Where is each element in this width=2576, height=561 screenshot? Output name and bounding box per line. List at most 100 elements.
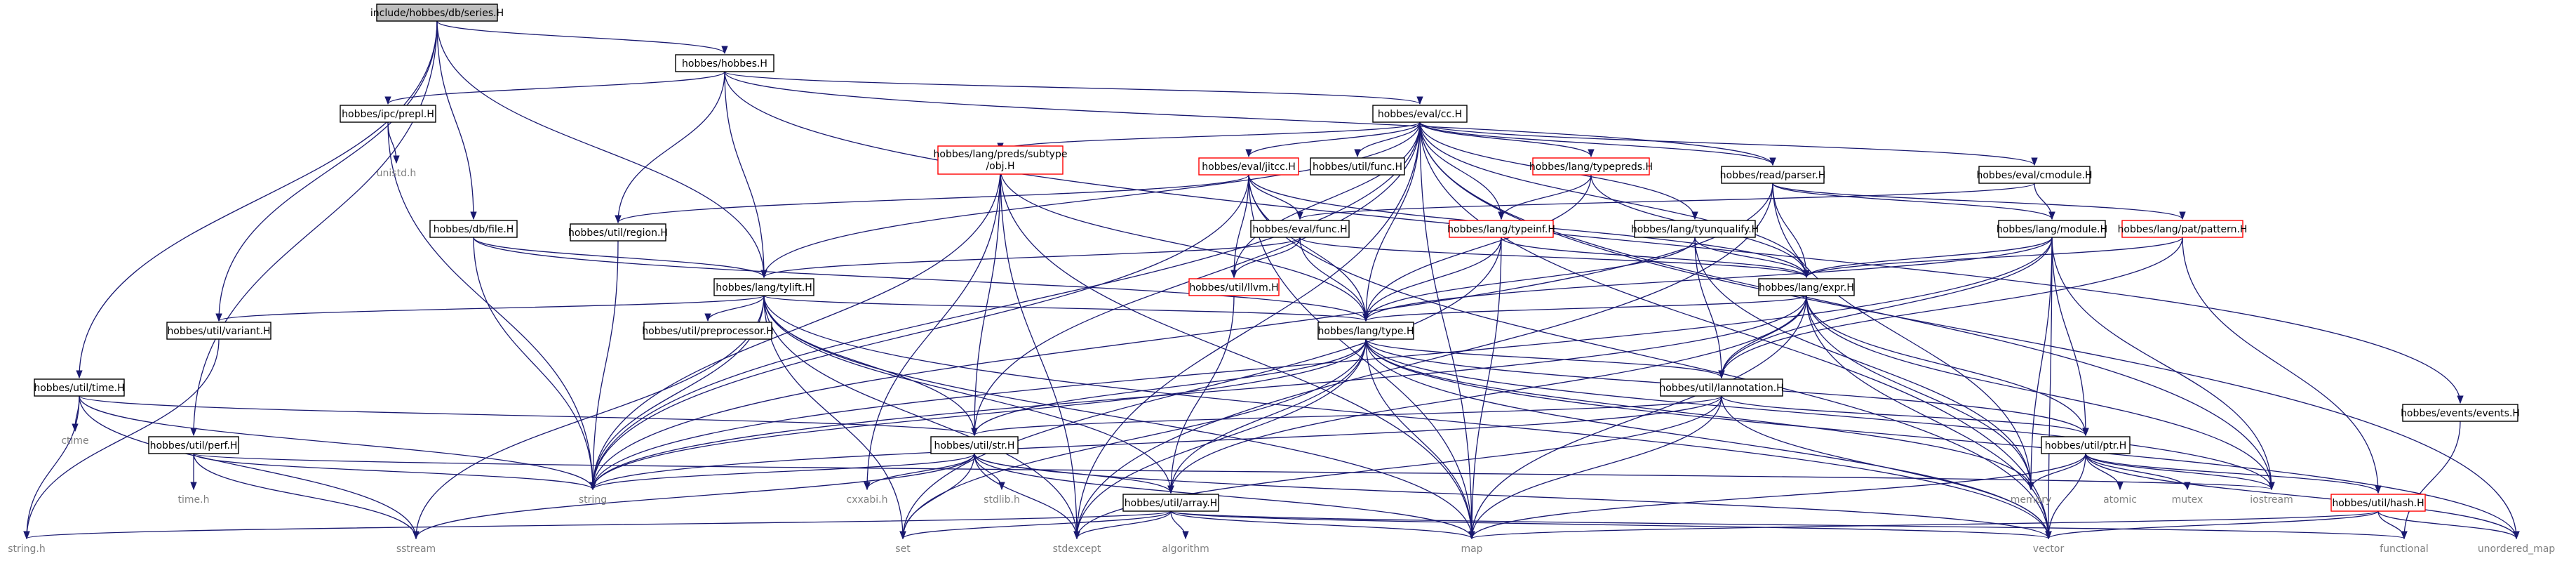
node-array[interactable]: hobbes/util/array.H — [1122, 494, 1219, 512]
node-stringh[interactable]: string.h — [8, 543, 46, 555]
node-series[interactable]: include/hobbes/db/series.H — [370, 4, 504, 22]
edge-str-map — [974, 453, 1475, 540]
node-func[interactable]: hobbes/util/func.H — [1310, 157, 1405, 176]
node-set[interactable]: set — [895, 543, 911, 555]
node-llvm[interactable]: hobbes/util/llvm.H — [1188, 278, 1280, 296]
node-timeh[interactable]: time.h — [178, 494, 210, 506]
edge-lannotation-map — [1468, 395, 1722, 540]
node-vector[interactable]: vector — [2033, 543, 2065, 555]
edge-jitcc-vector — [1248, 174, 2052, 540]
node-jitcc[interactable]: hobbes/eval/jitcc.H — [1198, 157, 1299, 176]
edge-perf-string — [193, 453, 596, 491]
edge-cc-stdexcept — [1073, 121, 1421, 540]
node-variant[interactable]: hobbes/util/variant.H — [166, 322, 271, 340]
node-mutex[interactable]: mutex — [2172, 494, 2203, 506]
node-functional[interactable]: functional — [2380, 543, 2429, 555]
edge-patpattern-lannotation — [1718, 237, 2183, 379]
edge-evalfunc-type — [1299, 237, 1369, 322]
node-label: hobbes/lang/pat/pattern.H — [2118, 224, 2248, 235]
edge-series-perf — [190, 20, 438, 437]
node-preds-subtype[interactable]: hobbes/lang/preds/subtype /obj.H — [934, 145, 1068, 175]
node-cmodule[interactable]: hobbes/eval/cmodule.H — [1976, 166, 2093, 184]
node-expr[interactable]: hobbes/lang/expr.H — [1758, 278, 1855, 296]
edge-cc-typepreds — [1419, 121, 1595, 158]
edge-type-iostream — [1365, 338, 2275, 491]
edge-tylift-vector — [763, 295, 2052, 540]
edge-dbfile-string — [473, 237, 596, 491]
node-ctime[interactable]: ctime — [61, 435, 88, 447]
node-map[interactable]: map — [1461, 543, 1482, 555]
node-preprocessor[interactable]: hobbes/util/preprocessor.H — [642, 322, 774, 340]
node-time[interactable]: hobbes/util/time.H — [34, 378, 125, 397]
node-label: unistd.h — [377, 168, 417, 179]
node-hash[interactable]: hobbes/util/hash.H — [2330, 494, 2426, 512]
node-label: stdexcept — [1053, 543, 1101, 555]
edge-ptr-memory — [2027, 453, 2086, 491]
node-parser[interactable]: hobbes/read/parser.H — [1720, 166, 1826, 184]
edge-cc-type — [1362, 121, 1421, 322]
node-sstream[interactable]: sstream — [396, 543, 436, 555]
node-memory[interactable]: memory — [2011, 494, 2052, 506]
edge-array-stringh — [24, 510, 1172, 540]
node-tylift[interactable]: hobbes/lang/tylift.H — [713, 278, 814, 296]
node-cc[interactable]: hobbes/eval/cc.H — [1372, 105, 1468, 123]
node-label: hobbes/util/str.H — [934, 440, 1015, 451]
node-evalfunc[interactable]: hobbes/eval/func.H — [1250, 220, 1350, 238]
node-stdlib[interactable]: stdlib.h — [984, 494, 1020, 506]
edge-hash-functional — [2377, 510, 2408, 540]
node-tyunqualify[interactable]: hobbes/lang/tyunqualify.H — [1631, 220, 1759, 238]
edge-lannotation-ptr — [1721, 395, 2089, 437]
edge-cc-unordered_map — [1419, 121, 2520, 540]
edge-type-set — [899, 338, 1367, 540]
edge-jitcc-string — [589, 174, 1249, 491]
edge-cc-func — [1354, 121, 1421, 158]
node-region[interactable]: hobbes/util/region.H — [568, 223, 668, 242]
node-cxxabi[interactable]: cxxabi.h — [847, 494, 888, 506]
node-hobbes[interactable]: hobbes/hobbes.H — [675, 54, 774, 72]
node-algorithm[interactable]: algorithm — [1162, 543, 1209, 555]
node-atomic[interactable]: atomic — [2103, 494, 2137, 506]
node-iostream[interactable]: iostream — [2250, 494, 2293, 506]
node-label: hobbes/events/events.H — [2401, 408, 2520, 419]
node-events[interactable]: hobbes/events/events.H — [2401, 404, 2520, 422]
edge-array-vector — [1170, 510, 2051, 540]
node-label: /obj.H — [986, 161, 1014, 172]
edge-module-type — [1362, 237, 2053, 322]
node-module[interactable]: hobbes/lang/module.H — [1997, 220, 2107, 238]
node-ptr[interactable]: hobbes/util/ptr.H — [2041, 436, 2131, 454]
edge-tylift-set — [763, 295, 906, 540]
node-stdexcept[interactable]: stdexcept — [1053, 543, 1101, 555]
edge-type-stdexcept — [1073, 338, 1367, 540]
edge-tyunqualify-type — [1362, 237, 1696, 322]
edge-tylift-stdexcept — [763, 295, 1080, 540]
edge-array-set — [899, 510, 1172, 540]
edge-events-functional — [2401, 421, 2461, 540]
node-label: hobbes/read/parser.H — [1720, 170, 1826, 181]
edge-cc-cmodule — [1419, 121, 2038, 166]
node-str[interactable]: hobbes/util/str.H — [930, 436, 1019, 454]
node-typepreds[interactable]: hobbes/lang/typepreds.H — [1529, 157, 1653, 176]
node-lannotation[interactable]: hobbes/util/lannotation.H — [1659, 378, 1784, 397]
edge-str-string — [589, 453, 975, 491]
edge-hobbes-parser — [724, 71, 1776, 166]
edge-typepreds-type — [1362, 174, 1592, 322]
node-unistd[interactable]: unistd.h — [377, 168, 417, 179]
edge-tylift-variant — [215, 295, 765, 322]
node-typeinf[interactable]: hobbes/lang/typeinf.H — [1447, 220, 1555, 238]
edge-cc-llvm — [1230, 121, 1421, 279]
edge-hash-map — [1469, 510, 2379, 540]
edge-cc-typeinf — [1419, 121, 1505, 220]
edge-typepreds-typeinf — [1498, 174, 1592, 220]
node-type[interactable]: hobbes/lang/type.H — [1317, 322, 1414, 340]
edge-module-lannotation — [1718, 237, 2053, 379]
edge-array-algorithm — [1170, 510, 1189, 540]
edge-series-tylift — [436, 20, 767, 279]
node-perf[interactable]: hobbes/util/perf.H — [148, 436, 239, 454]
edge-expr-map — [1468, 295, 1807, 540]
node-string[interactable]: string — [579, 494, 607, 506]
node-dbfile[interactable]: hobbes/db/file.H — [429, 220, 518, 238]
node-unordered-map[interactable]: unordered_map — [2478, 543, 2555, 555]
node-prepl[interactable]: hobbes/ipc/prepl.H — [340, 105, 436, 123]
node-patpattern[interactable]: hobbes/lang/pat/pattern.H — [2118, 220, 2248, 238]
node-label: string.h — [8, 543, 46, 555]
